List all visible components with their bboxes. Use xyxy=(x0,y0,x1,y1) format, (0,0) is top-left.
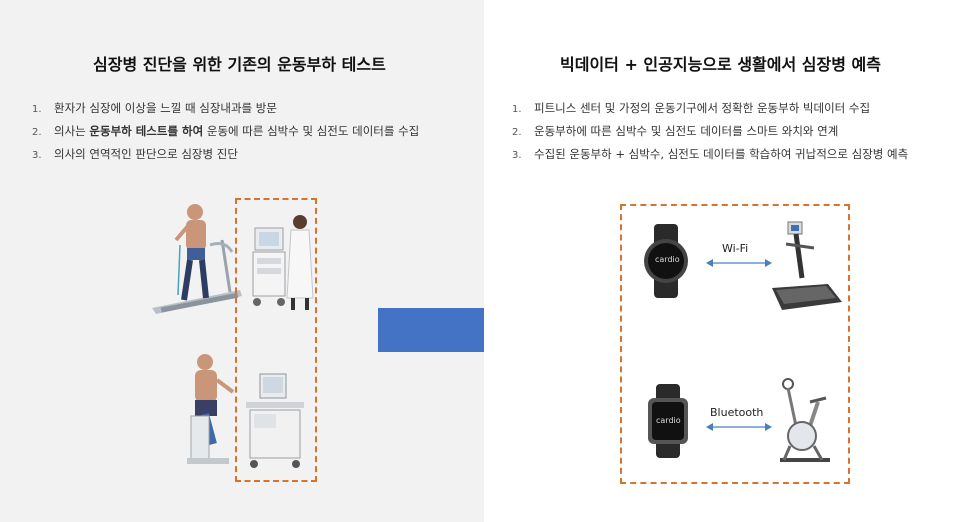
right-dashed-frame xyxy=(620,204,850,484)
right-list-item-2: 2.운동부하에 따른 심박수 및 심전도 데이터를 스마트 와치와 연계 xyxy=(512,124,839,138)
left-title: 심장병 진단을 위한 기존의 운동부하 테스트 xyxy=(93,55,386,74)
right-list-item-1: 1.피트니스 센터 및 가정의 운동기구에서 정확한 운동부하 빅데이터 수집 xyxy=(512,101,871,115)
left-list: 1.환자가 심장에 이상을 느낄 때 심장내과를 방문 2.의사는 운동부하 테… xyxy=(32,100,419,169)
right-title: 빅데이터 + 인공지능으로 생활에서 심장병 예측 xyxy=(560,55,881,74)
left-list-item-3: 3.의사의 연역적인 판단으로 심장병 진단 xyxy=(32,147,238,161)
watch1-brand-text: cardio xyxy=(655,255,680,264)
bold-phrase: 운동부하 테스트를 하여 xyxy=(89,124,204,138)
right-list-item-3: 3.수집된 운동부하 + 심박수, 심전도 데이터를 학습하여 귀납적으로 심장… xyxy=(512,147,909,161)
left-list-item-2: 2.의사는 운동부하 테스트를 하여 운동에 따른 심박수 및 심전도 데이터를… xyxy=(32,124,420,138)
wifi-label: Wi-Fi xyxy=(722,242,749,255)
bike-patient-image xyxy=(187,354,235,464)
ecg-cart-doctor-image xyxy=(252,215,314,310)
bluetooth-label: Bluetooth xyxy=(710,406,764,419)
exercise-bike-image xyxy=(780,378,830,462)
left-dashed-highlight xyxy=(235,198,317,482)
right-list: 1.피트니스 센터 및 가정의 운동기구에서 정확한 운동부하 빅데이터 수집 … xyxy=(512,100,908,169)
square-smartwatch-image xyxy=(648,384,688,458)
left-list-item-1: 1.환자가 심장에 이상을 느낄 때 심장내과를 방문 xyxy=(32,101,277,115)
ecg-station-image xyxy=(246,373,304,468)
treadmill-image xyxy=(772,221,842,310)
treadmill-patient-image xyxy=(152,204,242,314)
bluetooth-link-arrow-icon xyxy=(706,423,772,431)
wifi-link-arrow-icon xyxy=(706,259,772,267)
watch2-brand-text: cardio xyxy=(656,416,681,425)
left-panel: 심장병 진단을 위한 기존의 운동부하 테스트 1.환자가 심장에 이상을 느낄… xyxy=(0,0,484,522)
right-panel: 빅데이터 + 인공지능으로 생활에서 심장병 예측 1.피트니스 센터 및 가정… xyxy=(484,0,966,522)
round-smartwatch-image xyxy=(644,224,688,298)
